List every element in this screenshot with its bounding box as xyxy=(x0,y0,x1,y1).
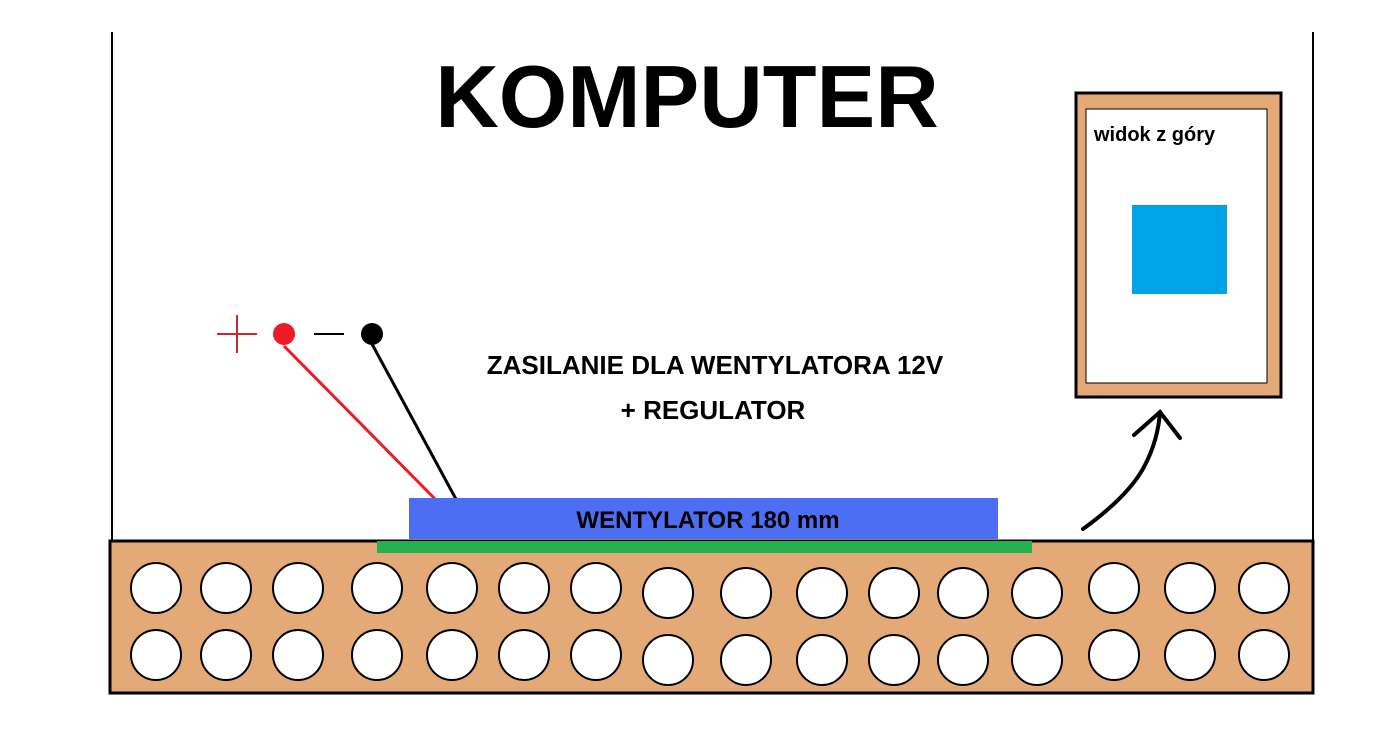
vent-hole xyxy=(720,634,772,686)
vent-hole xyxy=(1088,629,1140,681)
negative-terminal xyxy=(361,323,383,345)
vent-hole xyxy=(1164,629,1216,681)
vent-hole xyxy=(351,629,403,681)
vent-hole xyxy=(1164,562,1216,614)
power-label-line1: ZASILANIE DLA WENTYLATORA 12V xyxy=(487,350,944,380)
vent-hole xyxy=(1011,567,1063,619)
vent-hole xyxy=(272,562,324,614)
red-wire xyxy=(282,344,440,504)
vent-hole xyxy=(498,562,550,614)
power-label-line2: + REGULATOR xyxy=(621,395,806,425)
vent-hole xyxy=(1238,562,1290,614)
vent-hole xyxy=(937,567,989,619)
fan-top-view xyxy=(1132,205,1227,294)
plus-terminal-symbol xyxy=(217,315,257,353)
vent-hole xyxy=(426,629,478,681)
gasket-overlay xyxy=(377,541,1032,553)
vent-hole xyxy=(200,629,252,681)
positive-terminal xyxy=(273,323,295,345)
vent-hole xyxy=(642,567,694,619)
vent-hole xyxy=(1088,562,1140,614)
vent-hole xyxy=(200,562,252,614)
fan xyxy=(409,498,998,539)
vent-hole xyxy=(570,629,622,681)
vent-hole xyxy=(868,567,920,619)
vent-hole xyxy=(1238,629,1290,681)
vent-hole xyxy=(272,629,324,681)
vent-hole xyxy=(1011,634,1063,686)
vent-hole xyxy=(351,562,403,614)
vent-hole xyxy=(130,562,182,614)
fan-label: WENTYLATOR 180 mm xyxy=(576,507,839,534)
vent-hole xyxy=(426,562,478,614)
vent-hole xyxy=(130,629,182,681)
vent-hole xyxy=(720,567,772,619)
vent-hole xyxy=(498,629,550,681)
black-wire xyxy=(370,343,459,502)
top-view-label: widok z góry xyxy=(1093,124,1216,146)
arrow-icon xyxy=(1081,409,1182,531)
vent-hole xyxy=(570,562,622,614)
vent-hole xyxy=(937,634,989,686)
title: KOMPUTER xyxy=(435,47,939,146)
vent-holes xyxy=(130,562,1290,686)
vent-hole xyxy=(642,634,694,686)
vent-hole xyxy=(796,634,848,686)
vent-hole xyxy=(868,634,920,686)
vent-hole xyxy=(796,567,848,619)
